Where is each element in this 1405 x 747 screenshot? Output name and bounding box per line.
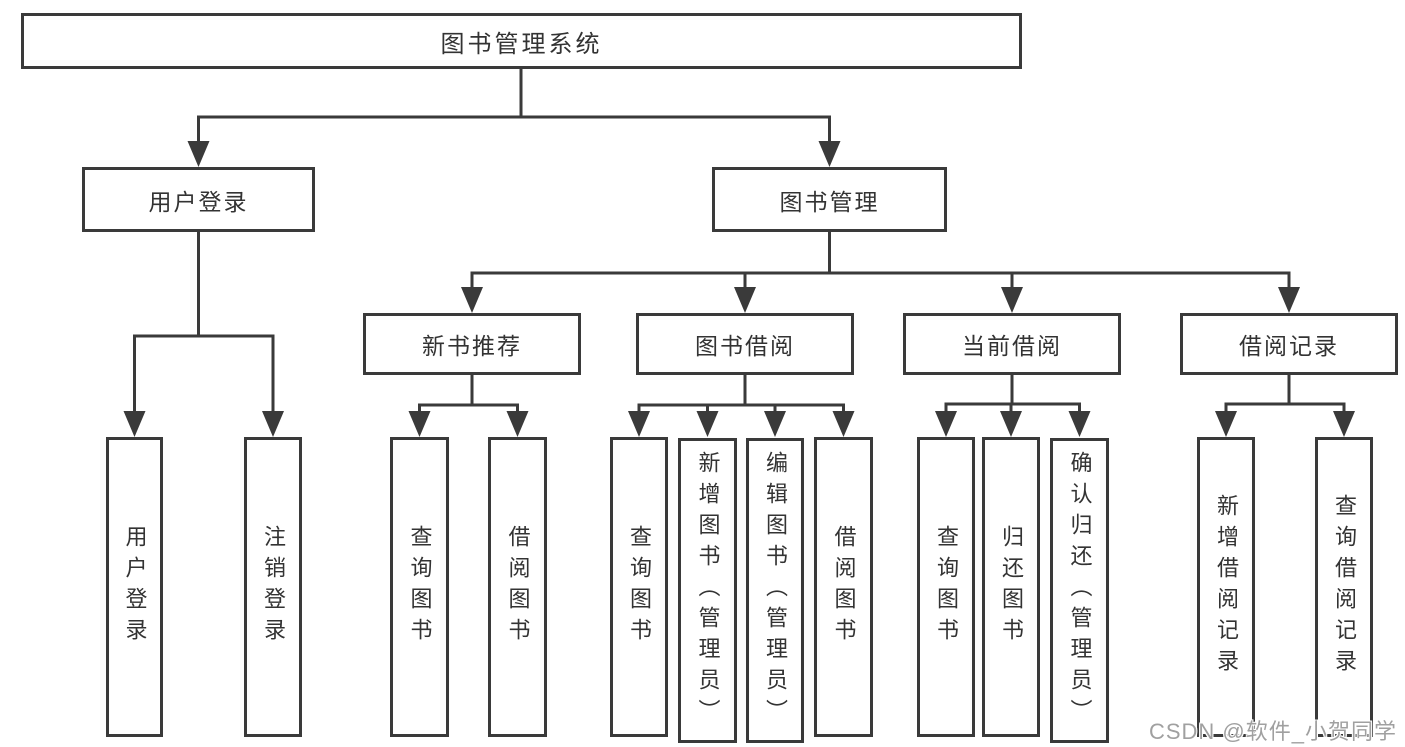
node-book-management-module: 图书管理 bbox=[712, 167, 947, 232]
node-borrow-books-leaf: 借阅图书 bbox=[814, 437, 873, 737]
node-label: 用户登录 bbox=[122, 525, 148, 649]
node-label: 确认归还（管理员） bbox=[1067, 451, 1093, 730]
node-label: 图书借阅 bbox=[695, 333, 795, 359]
node-label: 图书管理系统 bbox=[440, 30, 603, 58]
csdn-watermark: CSDN @软件_小贺同学 bbox=[1148, 719, 1397, 744]
node-label: 新增图书（管理员） bbox=[695, 451, 721, 730]
node-label: 新增借阅记录 bbox=[1214, 494, 1239, 680]
node-label: 查询图书 bbox=[627, 525, 652, 649]
node-label: 归还图书 bbox=[999, 525, 1024, 649]
node-label: 编辑图书（管理员） bbox=[763, 451, 788, 730]
node-add-book-admin: 新增图书（管理员） bbox=[678, 438, 737, 743]
node-label: 当前借阅 bbox=[962, 333, 1062, 359]
node-label: 图书管理 bbox=[779, 188, 880, 215]
node-confirm-return-admin: 确认归还（管理员） bbox=[1050, 438, 1109, 743]
node-edit-book-admin: 编辑图书（管理员） bbox=[746, 438, 804, 743]
node-label: 查询图书 bbox=[934, 525, 959, 649]
node-query-books-recommend: 查询图书 bbox=[390, 437, 449, 737]
node-borrowing-records: 借阅记录 bbox=[1180, 313, 1398, 375]
node-query-borrow-record: 查询借阅记录 bbox=[1315, 437, 1373, 737]
node-label: 借阅图书 bbox=[505, 525, 531, 649]
node-add-borrow-record: 新增借阅记录 bbox=[1197, 437, 1255, 737]
node-label: 新书推荐 bbox=[422, 333, 522, 359]
node-label: 查询图书 bbox=[407, 525, 433, 649]
node-label: 查询借阅记录 bbox=[1332, 494, 1357, 680]
node-return-book: 归还图书 bbox=[982, 437, 1040, 737]
node-library-management-system: 图书管理系统 bbox=[21, 13, 1022, 69]
node-user-login-module: 用户登录 bbox=[82, 167, 315, 232]
node-logout-leaf: 注销登录 bbox=[244, 437, 302, 737]
node-current-borrowing: 当前借阅 bbox=[903, 313, 1121, 375]
node-query-books-borrowing: 查询图书 bbox=[610, 437, 668, 737]
node-label: 借阅记录 bbox=[1239, 333, 1339, 359]
node-query-books-current: 查询图书 bbox=[917, 437, 975, 737]
node-user-login-leaf: 用户登录 bbox=[106, 437, 163, 737]
node-label: 注销登录 bbox=[261, 525, 286, 649]
node-label: 用户登录 bbox=[148, 188, 249, 215]
node-label: 借阅图书 bbox=[831, 525, 857, 649]
node-book-borrowing: 图书借阅 bbox=[636, 313, 854, 375]
node-borrow-books-recommend: 借阅图书 bbox=[488, 437, 547, 737]
node-new-book-recommendation: 新书推荐 bbox=[363, 313, 581, 375]
